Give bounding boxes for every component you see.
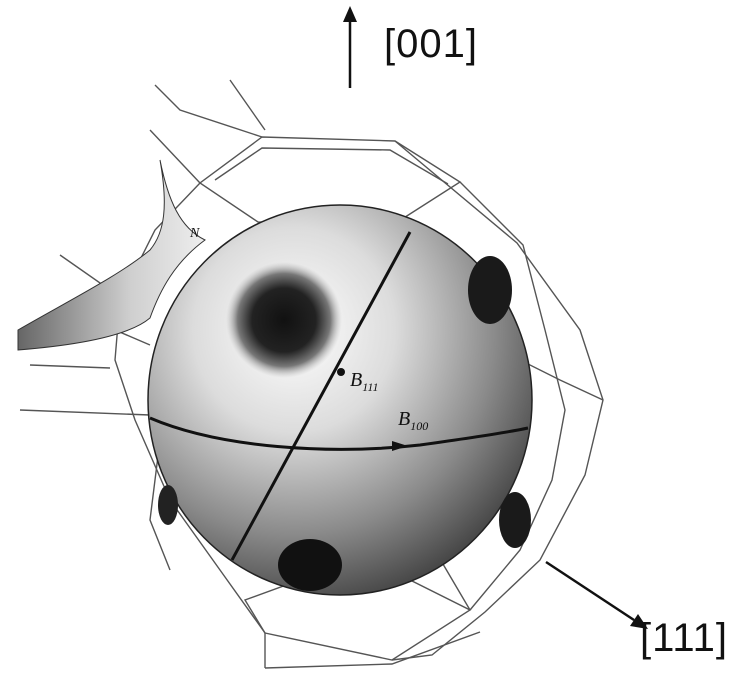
arrow-111-shaft bbox=[546, 562, 634, 620]
neck-left-bottom bbox=[158, 485, 178, 525]
direction-111-label: [111] bbox=[640, 616, 728, 661]
arrow-001-head bbox=[343, 6, 357, 22]
neck-bottom bbox=[278, 539, 342, 591]
neck-right-top bbox=[468, 256, 512, 324]
neck-right-bottom bbox=[499, 492, 531, 548]
fermi-sphere bbox=[148, 205, 532, 595]
orbit-b111-marker bbox=[337, 368, 345, 376]
neck-front bbox=[226, 262, 342, 378]
direction-001-label: [001] bbox=[384, 22, 478, 67]
point-n-label: N bbox=[189, 226, 200, 241]
